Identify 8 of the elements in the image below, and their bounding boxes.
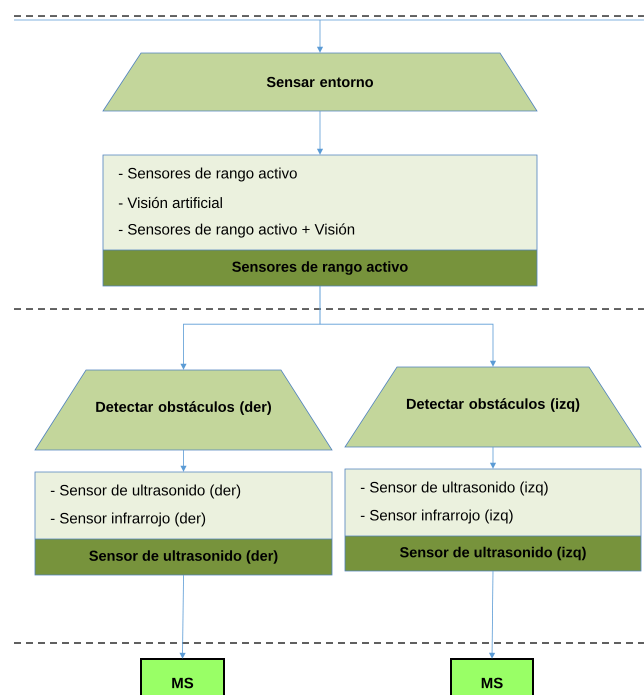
option-box: - Sensor de ultrasonido (der) - Sensor infrarrojo (der) Sensor de ultrasonido (der) <box>34 472 332 576</box>
module-box: MS <box>450 658 534 695</box>
option-box: - Sensores de rango activo - Visión artificial - Sensores de rango activo + Visión Sensores de rango activo <box>102 154 538 286</box>
node-label: Sensor de ultrasonido (izq) <box>400 546 586 560</box>
module-box: MS <box>140 658 225 695</box>
node-label: Sensores de rango activo <box>232 261 408 275</box>
node-label: Sensor de ultrasonido (der) <box>89 550 278 564</box>
option-box: - Sensor de ultrasonido (izq) - Sensor infrarrojo (izq) Sensor de ultrasonido (izq) <box>344 468 642 572</box>
